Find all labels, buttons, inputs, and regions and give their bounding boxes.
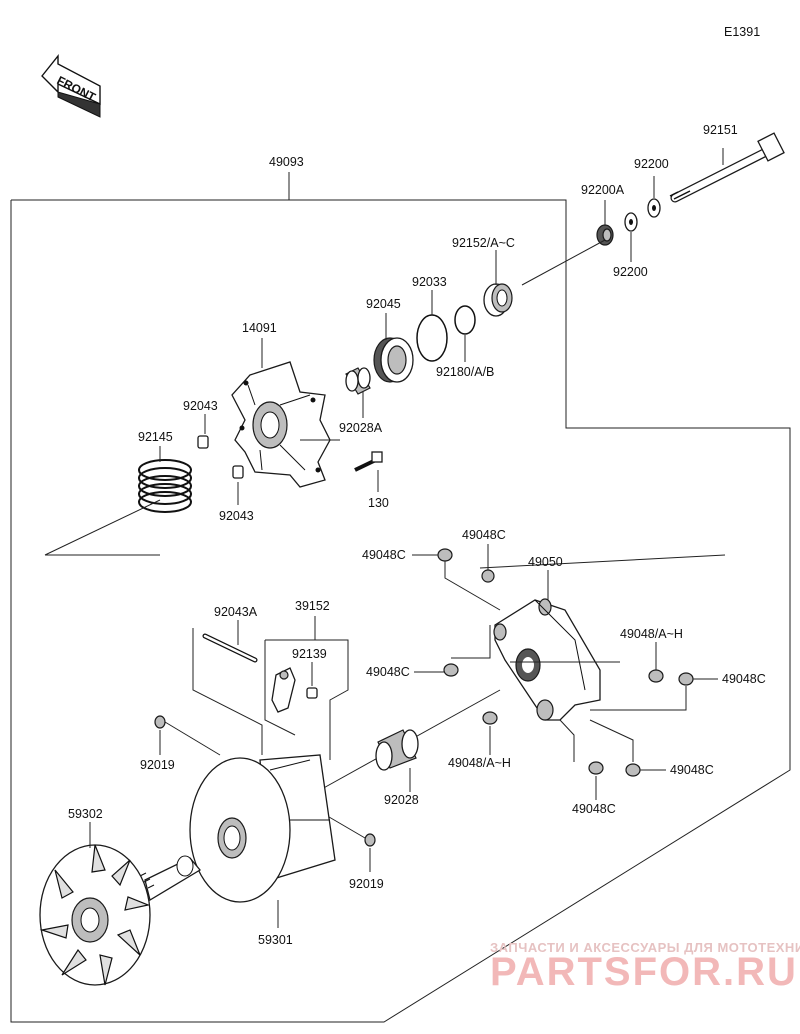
bolt-130 — [354, 451, 383, 472]
sheave-59301 — [189, 754, 336, 903]
label-49048C-1[interactable]: 49048C — [362, 548, 406, 562]
spring-92145 — [138, 459, 192, 513]
nut-49048C-3 — [443, 663, 459, 677]
spider-14091 — [231, 361, 331, 488]
label-92019-lower[interactable]: 92019 — [349, 877, 384, 891]
label-92043-upper[interactable]: 92043 — [183, 399, 218, 413]
bushing-92152 — [483, 283, 513, 317]
label-92043-lower[interactable]: 92043 — [219, 509, 254, 523]
label-92028A[interactable]: 92028A — [339, 421, 383, 435]
nut-49048AH-2 — [482, 711, 498, 725]
nut-49048C-2 — [481, 569, 495, 583]
bolt-92151 — [669, 132, 785, 203]
pin-92043A — [202, 633, 258, 663]
sheave-59302 — [39, 844, 201, 986]
label-92151[interactable]: 92151 — [703, 123, 738, 137]
label-49048AH-1[interactable]: 49048/A~H — [620, 627, 683, 641]
watermark-tagline: ЗАПЧАСТИ И АКСЕССУАРЫ ДЛЯ МОТОТЕХНИКИ — [490, 940, 800, 955]
label-92200-lower[interactable]: 92200 — [613, 265, 648, 279]
weight-arm-49050 — [493, 598, 601, 721]
label-49048C-4[interactable]: 49048C — [722, 672, 766, 686]
bearing-92045 — [373, 337, 414, 383]
washer-92200-lower — [624, 212, 638, 232]
label-49048AH-2[interactable]: 49048/A~H — [448, 756, 511, 770]
front-arrow-icon: FRONT — [41, 54, 101, 118]
nut-49048AH-1 — [648, 669, 664, 683]
washer-92200-top — [647, 198, 661, 218]
group-39152-box — [265, 639, 349, 760]
diagram-code: E1391 — [724, 25, 760, 39]
label-39152[interactable]: 39152 — [295, 599, 330, 613]
bushing-92200A — [596, 224, 614, 246]
label-92139[interactable]: 92139 — [292, 647, 327, 661]
label-92200A[interactable]: 92200A — [581, 183, 625, 197]
label-49093[interactable]: 49093 — [269, 155, 304, 169]
label-49048C-3[interactable]: 49048C — [366, 665, 410, 679]
label-49050[interactable]: 49050 — [528, 555, 563, 569]
label-14091[interactable]: 14091 — [242, 321, 277, 335]
label-92200-top[interactable]: 92200 — [634, 157, 669, 171]
bushing-92028 — [375, 729, 419, 771]
label-130[interactable]: 130 — [368, 496, 389, 510]
label-59301[interactable]: 59301 — [258, 933, 293, 947]
watermark-logo: PARTSFOR.RU — [490, 950, 798, 994]
label-92152[interactable]: 92152/A~C — [452, 236, 515, 250]
pin-92043-upper — [197, 435, 209, 449]
nut-49048C-6 — [588, 761, 604, 775]
label-49048C-5[interactable]: 49048C — [670, 763, 714, 777]
nut-49048C-4 — [678, 672, 694, 686]
label-49048C-2[interactable]: 49048C — [462, 528, 506, 542]
nut-92019-upper — [154, 715, 166, 729]
label-92145[interactable]: 92145 — [138, 430, 173, 444]
label-49048C-6[interactable]: 49048C — [572, 802, 616, 816]
shim-92180 — [454, 305, 476, 335]
nut-49048C-5 — [625, 763, 641, 777]
pin-92043-lower — [232, 465, 244, 479]
label-92033[interactable]: 92033 — [412, 275, 447, 289]
label-59302[interactable]: 59302 — [68, 807, 103, 821]
label-92045[interactable]: 92045 — [366, 297, 401, 311]
assembly-boundary — [10, 199, 791, 1023]
nut-49048C-1 — [437, 548, 453, 562]
label-92019-upper[interactable]: 92019 — [140, 758, 175, 772]
nut-92019-lower — [364, 833, 376, 847]
label-92043A[interactable]: 92043A — [214, 605, 258, 619]
roller-arm-39152 — [271, 667, 296, 713]
circlip-92033 — [416, 314, 448, 362]
label-92180[interactable]: 92180/A/B — [436, 365, 494, 379]
bushing-92028A — [345, 367, 371, 395]
bushing-92139 — [306, 687, 318, 699]
label-92028[interactable]: 92028 — [384, 793, 419, 807]
